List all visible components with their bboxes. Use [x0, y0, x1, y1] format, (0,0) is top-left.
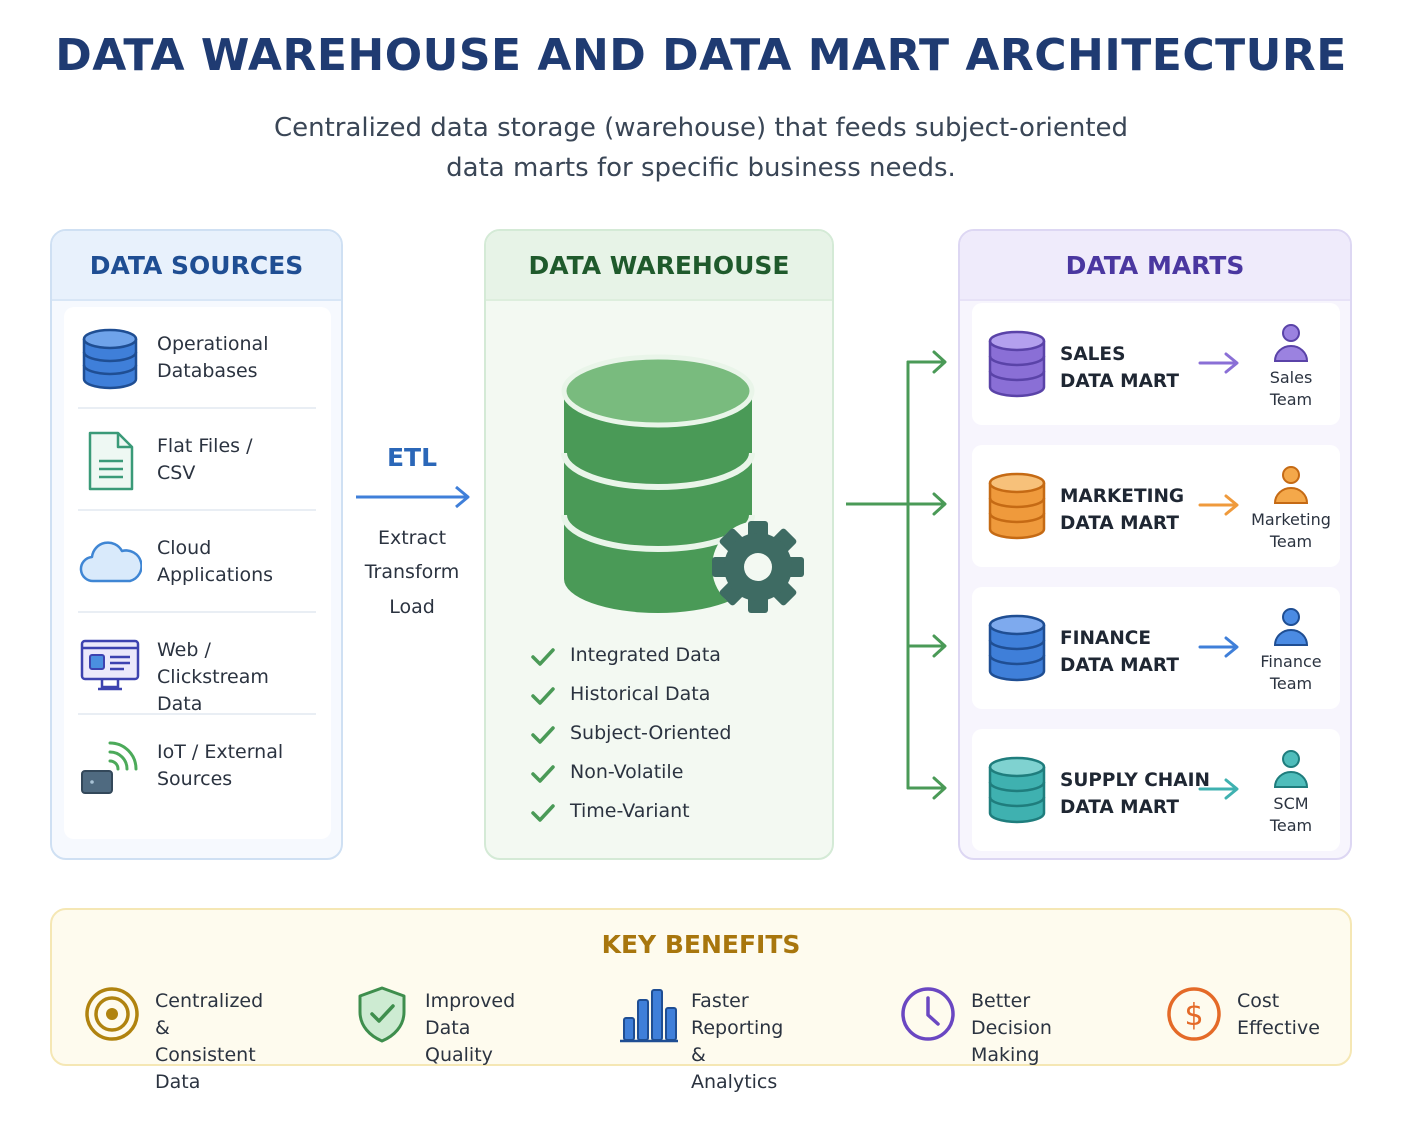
subtitle-line-2: data marts for specific business needs.	[446, 153, 956, 183]
marketing-team-user-icon	[1273, 466, 1309, 504]
data-warehouse-heading: DATA WAREHOUSE	[486, 231, 832, 301]
benefit-label: Centralized & Consistent Data	[155, 990, 264, 1093]
svg-text:$: $	[1184, 998, 1203, 1033]
data-sources-panel: DATA SOURCES Operational Databases Flat …	[50, 229, 343, 860]
key-benefits-heading: KEY BENEFITS	[601, 930, 801, 959]
database-icon	[82, 328, 138, 390]
benefit-label: Better Decision Making	[971, 990, 1052, 1066]
gear-icon	[712, 521, 804, 613]
subtitle-line-1: Centralized data storage (warehouse) tha…	[273, 113, 1129, 143]
data-sources-list: Operational Databases Flat Files / CSV C…	[64, 307, 331, 839]
benefit-label: Improved Data Quality	[425, 990, 516, 1066]
mart-card-marketing: MARKETING DATA MART Marketing Team	[972, 445, 1340, 567]
source-label: IoT / External Sources	[157, 741, 284, 790]
target-icon	[85, 987, 139, 1041]
source-label: Flat Files / CSV	[157, 435, 253, 484]
iot-signal-icon	[81, 741, 138, 794]
arrow-right-icon	[1198, 778, 1239, 800]
marketing-database-icon	[988, 472, 1046, 540]
feature-label: Time-Variant	[570, 800, 690, 822]
etl-step-extract: Extract	[377, 527, 447, 549]
etl-label: ETL	[386, 443, 438, 472]
feature-label: Historical Data	[570, 683, 711, 705]
mart-card-supply-chain: SUPPLY CHAIN DATA MART SCM Team	[972, 729, 1340, 851]
team-label: Marketing Team	[1251, 510, 1331, 551]
arrow-right-icon	[1198, 494, 1239, 516]
data-warehouse-panel: DATA WAREHOUSE Integrated Data Historica…	[484, 229, 834, 860]
check-icon	[531, 765, 555, 783]
data-marts-panel: DATA MARTS SALES DATA MART Sales Team MA…	[958, 229, 1352, 860]
cloud-icon	[79, 541, 142, 583]
source-item-web-clickstream: Web / Clickstream Data	[78, 613, 316, 715]
feature-label: Integrated Data	[570, 644, 721, 666]
supply-chain-database-icon	[988, 756, 1046, 824]
check-icon	[531, 804, 555, 822]
team-label: Finance Team	[1260, 652, 1322, 693]
source-item-operational-databases: Operational Databases	[78, 307, 316, 409]
finance-team-user-icon	[1273, 608, 1309, 646]
source-item-iot-external: IoT / External Sources	[78, 715, 316, 817]
etl-arrow	[356, 485, 470, 509]
finance-database-icon	[988, 614, 1046, 682]
feature-label: Non-Volatile	[570, 761, 684, 783]
source-item-flat-files: Flat Files / CSV	[78, 409, 316, 511]
source-label: Operational Databases	[157, 333, 269, 382]
arrow-right-icon	[1198, 636, 1239, 658]
dollar-icon: $	[1167, 987, 1221, 1041]
mart-card-sales: SALES DATA MART Sales Team	[972, 303, 1340, 425]
file-icon	[88, 431, 134, 491]
benefit-label: Faster Reporting & Analytics	[691, 990, 784, 1093]
etl-step-transform: Transform	[364, 561, 460, 583]
etl-step-load: Load	[389, 596, 435, 618]
mart-card-finance: FINANCE DATA MART Finance Team	[972, 587, 1340, 709]
source-label: Web / Clickstream Data	[157, 639, 269, 715]
arrow-right-icon	[1198, 352, 1239, 374]
page-title: DATA WAREHOUSE AND DATA MART ARCHITECTUR…	[55, 30, 1347, 81]
mart-name: SALES DATA MART	[1060, 344, 1179, 392]
check-icon	[531, 726, 555, 744]
mart-name: FINANCE DATA MART	[1060, 628, 1179, 676]
data-marts-heading: DATA MARTS	[960, 231, 1350, 301]
mart-name: MARKETING DATA MART	[1060, 486, 1185, 534]
bar-chart-icon	[620, 989, 678, 1043]
clock-icon	[901, 987, 955, 1041]
benefit-label: Cost Effective	[1237, 990, 1320, 1039]
sales-team-user-icon	[1273, 324, 1309, 362]
sales-database-icon	[988, 330, 1046, 398]
monitor-icon	[80, 639, 140, 691]
key-benefits-panel: KEY BENEFITS Centralized & Consistent Da…	[50, 908, 1352, 1093]
warehouse-to-marts-connector	[846, 350, 947, 800]
scm-team-user-icon	[1273, 750, 1309, 788]
check-icon	[531, 648, 555, 666]
source-label: Cloud Applications	[157, 537, 274, 586]
page-subtitle: Centralized data storage (warehouse) tha…	[0, 108, 1402, 188]
feature-label: Subject-Oriented	[570, 722, 732, 744]
mart-name: SUPPLY CHAIN DATA MART	[1060, 770, 1210, 818]
team-label: SCM Team	[1269, 794, 1313, 835]
warehouse-database-gear-icon	[561, 354, 804, 613]
check-icon	[531, 687, 555, 705]
team-label: Sales Team	[1269, 368, 1313, 409]
data-sources-heading: DATA SOURCES	[52, 231, 341, 301]
source-item-cloud-applications: Cloud Applications	[78, 511, 316, 613]
shield-check-icon	[358, 986, 406, 1043]
